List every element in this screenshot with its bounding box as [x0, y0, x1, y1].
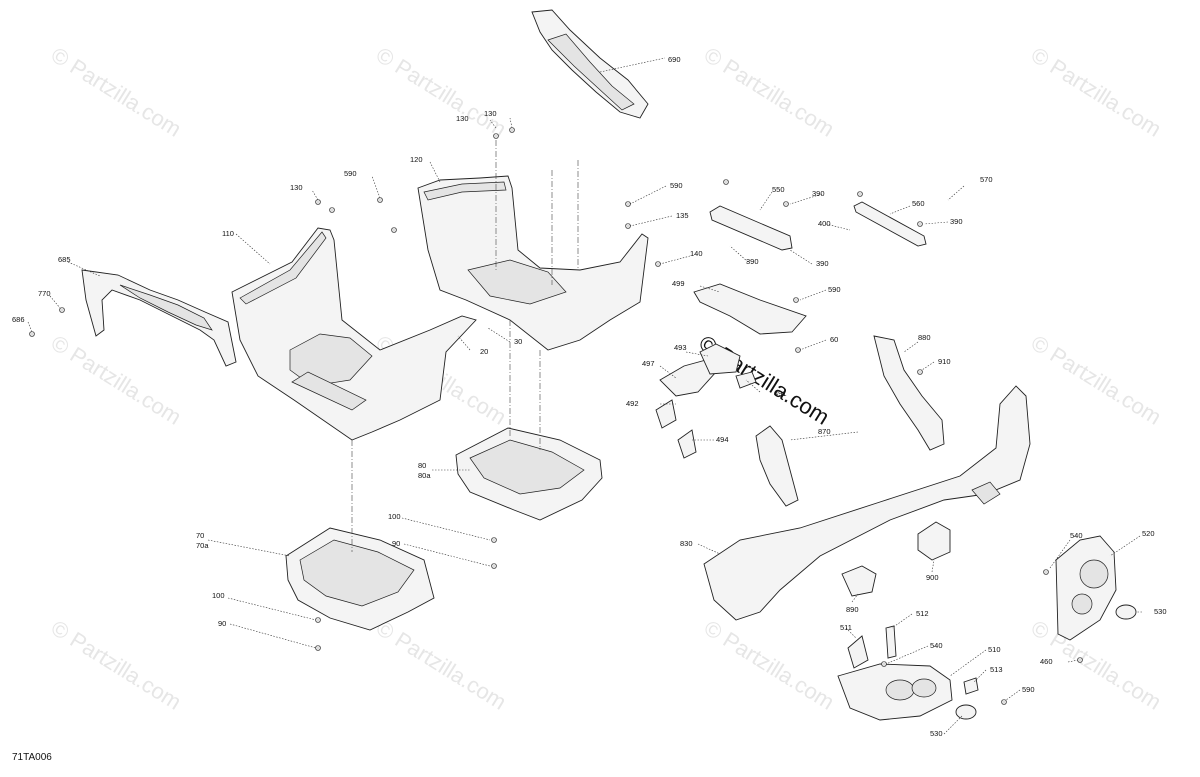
- part-890-bracket: [841, 565, 877, 597]
- part-label: 880: [918, 333, 931, 342]
- part-label: 590: [1022, 685, 1035, 694]
- part-label: 686: [12, 315, 25, 324]
- part-label: 512: [916, 609, 929, 618]
- part-label: 570: [980, 175, 993, 184]
- part-label: 493: [674, 343, 687, 352]
- part-120-footwell: [417, 175, 649, 351]
- part-label: 120: [410, 155, 423, 164]
- part-550-bracket: [709, 205, 793, 251]
- part-label: 499: [672, 279, 685, 288]
- part-label: 80: [418, 461, 426, 470]
- part-label: 910: [938, 357, 951, 366]
- part-label: 100: [388, 512, 401, 521]
- part-label: 492: [626, 399, 639, 408]
- part-label: 560: [912, 199, 925, 208]
- part-label: 497: [642, 359, 655, 368]
- part-70-floor: [285, 527, 435, 631]
- part-690-trim: [531, 9, 649, 119]
- part-label: 590: [828, 285, 841, 294]
- part-label: 90: [218, 619, 226, 628]
- part-label: 520: [1142, 529, 1155, 538]
- part-label: 540: [930, 641, 943, 650]
- part-870-bracket: [755, 425, 799, 507]
- part-label: 80a: [418, 471, 431, 480]
- part-label: 510: [988, 645, 1001, 654]
- part-label: 130: [484, 109, 497, 118]
- part-520-housing: [1055, 535, 1117, 641]
- part-830-bumper: [703, 385, 1031, 621]
- part-label: 400: [818, 219, 831, 228]
- part-label: 590: [670, 181, 683, 190]
- part-label: 511: [840, 623, 852, 632]
- part-label: 890: [846, 605, 859, 614]
- part-label: 70: [196, 531, 204, 540]
- part-label: 135: [676, 211, 689, 220]
- part-label: 494: [716, 435, 729, 444]
- part-label: 460: [1040, 657, 1053, 666]
- part-80-floor: [455, 427, 603, 521]
- leader-lines: [27, 117, 1142, 735]
- part-label: 870: [818, 427, 831, 436]
- part-label: 130: [290, 183, 303, 192]
- part-530-cap: [1115, 604, 1137, 620]
- part-530-cap-lower: [955, 704, 977, 720]
- part-label: 70a: [196, 541, 209, 550]
- part-511-512-brackets: [847, 625, 979, 695]
- part-label: 390: [816, 259, 829, 268]
- part-560-bracket: [853, 201, 927, 247]
- part-493-497-brackets: [655, 343, 757, 459]
- part-900-light: [917, 521, 951, 561]
- part-label: 770: [38, 289, 51, 298]
- part-label: 390: [812, 189, 825, 198]
- fasteners: [29, 127, 1083, 705]
- part-499-plate: [693, 283, 807, 335]
- part-label: 90: [392, 539, 400, 548]
- diagram-reference: 71TA006: [12, 752, 52, 763]
- part-label: 685: [58, 255, 71, 264]
- part-label: 690: [668, 55, 681, 64]
- part-label: 590: [344, 169, 357, 178]
- part-label: 390: [950, 217, 963, 226]
- part-label: 550: [772, 185, 785, 194]
- part-label: 130: [456, 114, 469, 123]
- part-510-headlight: [837, 663, 953, 721]
- part-110-footwell: [231, 227, 477, 441]
- part-label: 100: [212, 591, 225, 600]
- part-label: 140: [690, 249, 703, 258]
- part-label: 900: [926, 573, 939, 582]
- part-685-panel: [81, 269, 237, 367]
- part-label: 20: [480, 347, 488, 356]
- part-label: 390: [746, 257, 759, 266]
- part-label: 540: [1070, 531, 1083, 540]
- part-label: 30: [514, 337, 522, 346]
- part-880-trim: [873, 335, 945, 451]
- part-label: 491: [774, 389, 787, 398]
- part-label: 110: [222, 229, 234, 238]
- part-label: 513: [990, 665, 1003, 674]
- part-labels: 690 130 130 120 130 590 110 685 770 686 …: [12, 55, 1167, 738]
- part-label: 830: [680, 539, 693, 548]
- part-label: 530: [930, 729, 943, 738]
- part-label: 530: [1154, 607, 1167, 616]
- part-label: 60: [830, 335, 838, 344]
